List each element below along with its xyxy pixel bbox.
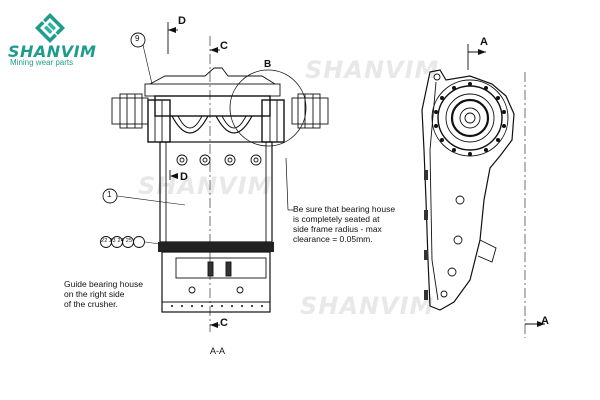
section-label-c-bottom: C — [220, 317, 228, 329]
bearing-note: Be sure that bearing house is completely… — [293, 204, 396, 244]
view-label: A-A — [210, 346, 226, 356]
right-view-side-frame — [421, 44, 545, 338]
callout-parts-row: 22 23 24 25 — [101, 238, 133, 244]
section-label-a-bottom: A — [541, 315, 549, 327]
watermark-bottom: SHANVIM — [300, 292, 435, 320]
brand-tagline: Mining wear parts — [10, 58, 74, 67]
watermark-top: SHANVIM — [305, 56, 440, 84]
section-label-c-top: C — [220, 40, 228, 52]
section-label-a-top: A — [480, 36, 488, 48]
section-label-d-mid: D — [180, 171, 188, 183]
callout-nine: 9 — [135, 34, 140, 43]
left-view-section-a-a — [100, 22, 329, 332]
section-label-b: B — [264, 59, 272, 70]
callout-one: 1 — [107, 190, 112, 199]
shanvim-logo-icon — [35, 13, 65, 43]
guide-note: Guide bearing house on the right side of… — [64, 279, 143, 309]
section-label-d-top: D — [178, 15, 186, 27]
brand-name: SHANVIM — [8, 42, 97, 61]
